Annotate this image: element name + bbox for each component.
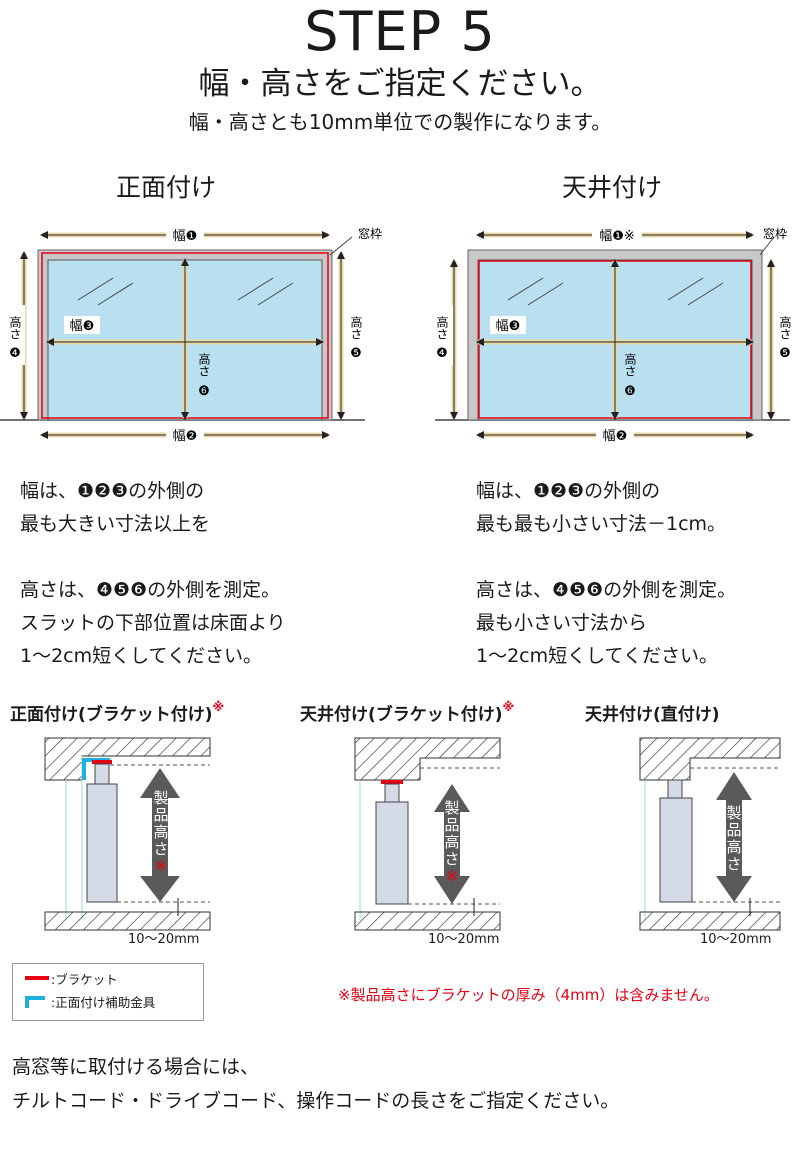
ceiling-line: 最も小さい寸法から bbox=[476, 612, 648, 634]
footer-line: 高窓等に取付ける場合には、 bbox=[12, 1056, 260, 1078]
footer-text: 高窓等に取付ける場合には、 チルトコード・ドライブコード、操作コードの長さをご指… bbox=[12, 1050, 619, 1118]
product-height-label-3: 製品高さ bbox=[726, 804, 742, 873]
legend-box: :ブラケット :正面付け補助金具 bbox=[12, 963, 204, 1021]
front-mount-heading: 正面付け bbox=[116, 173, 217, 202]
ceiling-height5-num: ❺ bbox=[779, 346, 791, 361]
step-heading: STEP 5 bbox=[304, 0, 496, 63]
front-height4-label: 高さ bbox=[8, 315, 22, 340]
ceiling-instructions: 幅は、❶❷❸の外側の 最も最も小さい寸法－1cm。 高さは、❹❺❻の外側を測定。… bbox=[476, 475, 736, 673]
ceiling-mount-diagram: 幅❶※ 幅❷ 幅❸ 窓枠 高さ ❹ 高さ ❺ 高さ ❻ bbox=[433, 226, 794, 444]
front-height5-num: ❺ bbox=[350, 346, 362, 361]
front-line: スラットの下部位置は床面より bbox=[20, 612, 286, 634]
ceiling-width3-label: 幅❸ bbox=[496, 319, 521, 334]
front-mount-diagram: 幅❶ 幅❷ 幅❸ 窓枠 高さ ❹ 高さ ❺ 高さ ❻ bbox=[0, 226, 382, 444]
page-subtitle: 幅・高さとも10mm単位での製作になります。 bbox=[188, 110, 612, 134]
front-width1-label: 幅❶ bbox=[173, 229, 198, 244]
ceiling-height4-label: 高さ bbox=[435, 315, 449, 340]
bracket-note: ※製品高さにブラケットの厚み（4mm）は含みません。 bbox=[338, 986, 719, 1004]
bracket-legend-swatch bbox=[25, 976, 49, 980]
ceiling-height4-num: ❹ bbox=[436, 346, 448, 361]
ceiling-line: 1〜2cm短くしてください。 bbox=[476, 645, 718, 667]
product-height-label-1: 製品高さ※ bbox=[153, 789, 169, 875]
ceiling-width2-label: 幅❷ bbox=[603, 429, 628, 444]
gap-label-2: 10〜20mm bbox=[428, 932, 500, 947]
mount-title-ceiling-bracket: 天井付け(ブラケット付け)※ bbox=[300, 700, 515, 725]
page-title: 幅・高さをご指定ください。 bbox=[198, 66, 602, 102]
front-width3-label: 幅❸ bbox=[70, 319, 95, 334]
ceiling-height5-label: 高さ bbox=[778, 315, 792, 340]
mount-title-ceiling-direct: 天井付け(直付け) bbox=[585, 705, 720, 725]
front-frame-label: 窓枠 bbox=[358, 226, 382, 241]
front-height6-num: ❻ bbox=[198, 384, 210, 399]
aux-legend-swatch bbox=[25, 996, 45, 1000]
aux-legend-label: :正面付け補助金具 bbox=[51, 995, 156, 1010]
ceiling-height6-label: 高さ bbox=[623, 352, 637, 377]
ceiling-line: 高さは、❹❺❻の外側を測定。 bbox=[476, 579, 737, 601]
front-line: 最も大きい寸法以上を bbox=[20, 513, 211, 535]
front-instructions: 幅は、❶❷❸の外側の 最も大きい寸法以上を 高さは、❹❺❻の外側を測定。 スラッ… bbox=[20, 475, 286, 673]
ceiling-width1-label: 幅❶※ bbox=[599, 229, 635, 244]
front-line: 高さは、❹❺❻の外側を測定。 bbox=[20, 579, 281, 601]
mount-diagram-ceiling-bracket bbox=[354, 737, 501, 931]
front-height4-num: ❹ bbox=[9, 346, 21, 361]
bracket-legend-label: :ブラケット bbox=[51, 972, 118, 987]
ceiling-line bbox=[476, 541, 736, 574]
front-height6-label: 高さ bbox=[197, 352, 211, 377]
front-line bbox=[20, 541, 286, 574]
gap-label-1: 10〜20mm bbox=[128, 932, 200, 947]
front-line: 1〜2cm短くしてください。 bbox=[20, 645, 262, 667]
mount-diagram-front-bracket bbox=[44, 737, 211, 931]
front-height5-label: 高さ bbox=[349, 315, 363, 340]
ceiling-line: 最も最も小さい寸法－1cm。 bbox=[476, 513, 727, 535]
ceiling-height6-num: ❻ bbox=[624, 384, 636, 399]
ceiling-frame-label: 窓枠 bbox=[763, 226, 787, 241]
mount-diagram-ceiling-direct bbox=[639, 737, 781, 931]
gap-label-3: 10〜20mm bbox=[700, 932, 772, 947]
mount-detail-diagrams bbox=[44, 737, 781, 931]
product-height-label-2: 製品高さ※ bbox=[444, 799, 460, 885]
ceiling-mount-heading: 天井付け bbox=[562, 173, 663, 202]
front-line: 幅は、❶❷❸の外側の bbox=[20, 480, 205, 502]
ceiling-line: 幅は、❶❷❸の外側の bbox=[476, 480, 661, 502]
mount-title-front-bracket: 正面付け(ブラケット付け)※ bbox=[10, 700, 225, 725]
footer-line: チルトコード・ドライブコード、操作コードの長さをご指定ください。 bbox=[12, 1090, 620, 1112]
front-width2-label: 幅❷ bbox=[173, 429, 198, 444]
